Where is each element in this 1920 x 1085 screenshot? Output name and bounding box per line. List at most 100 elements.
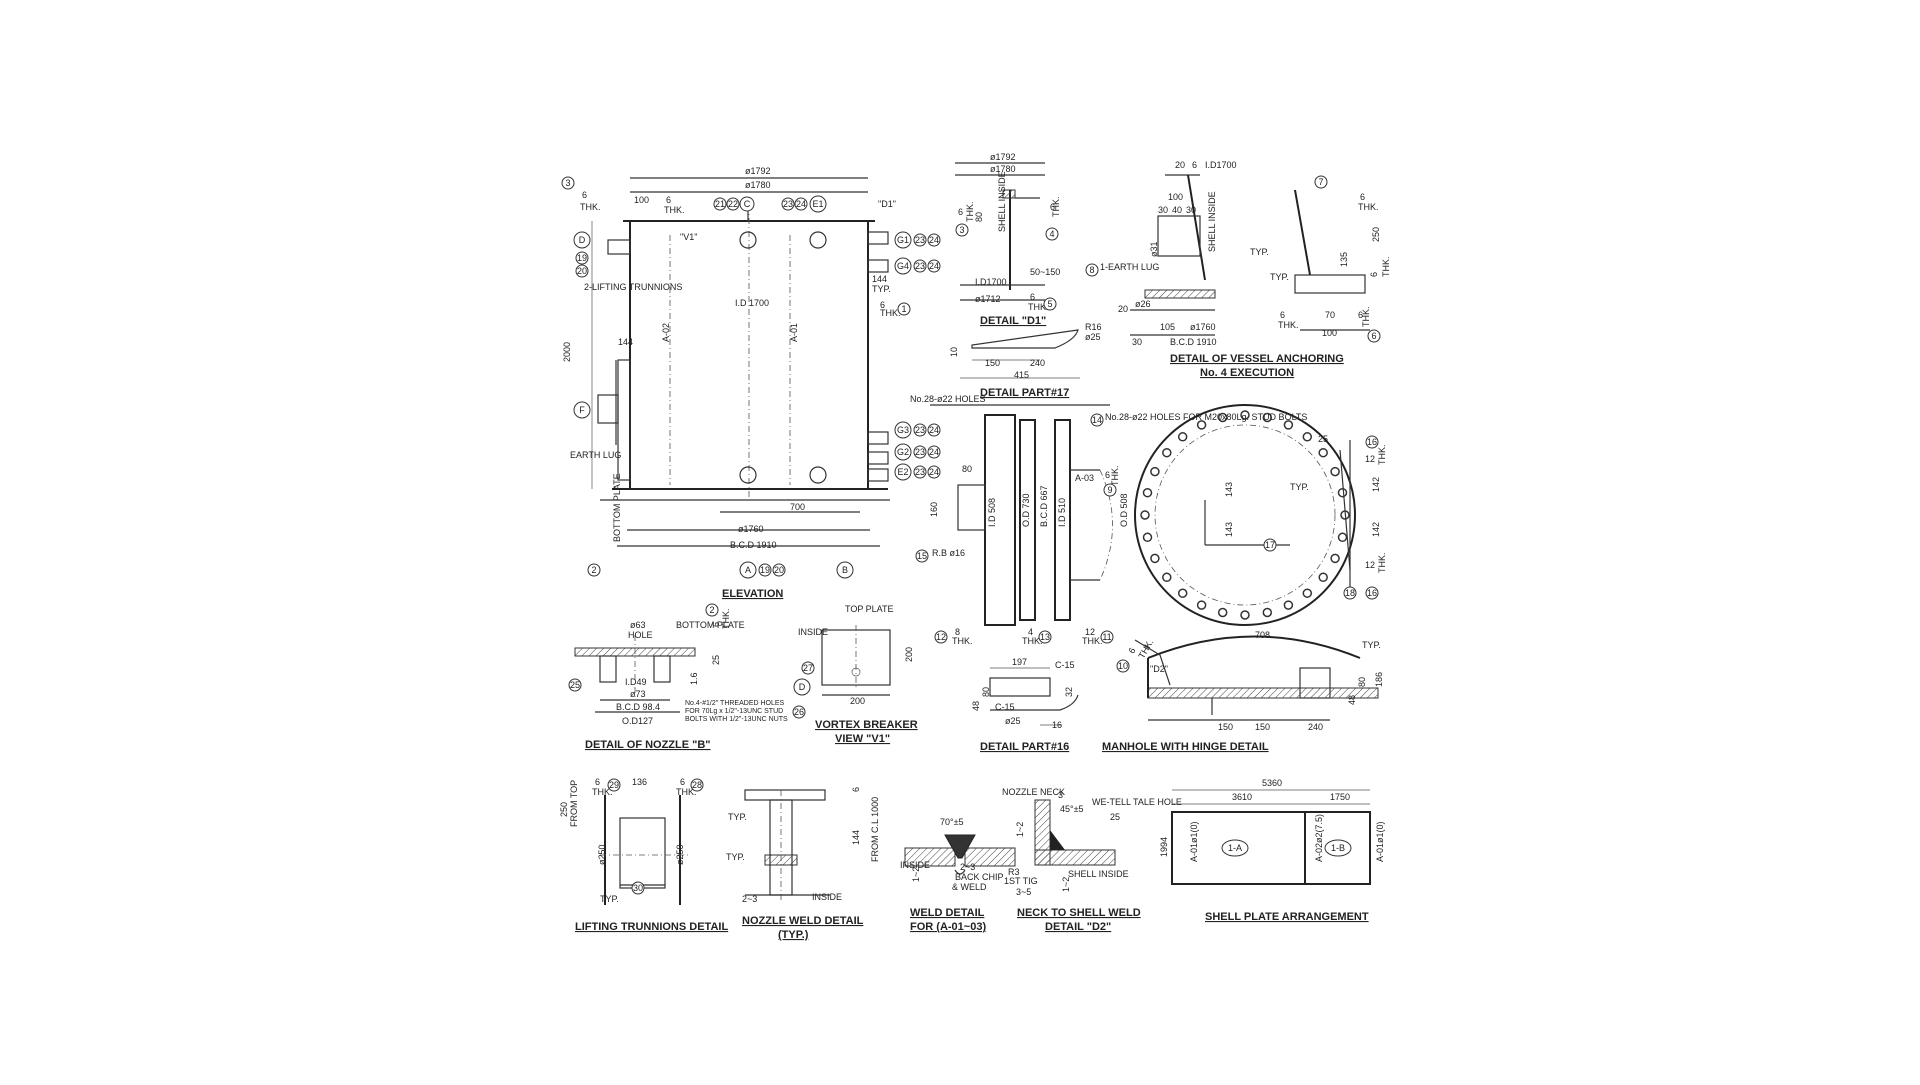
dim-label: 160 bbox=[929, 502, 939, 517]
dim-label: 197 bbox=[1012, 657, 1027, 667]
dim-label: THK. bbox=[1377, 552, 1387, 573]
neck-shell-weld-title: NECK TO SHELL WELD bbox=[1017, 907, 1141, 919]
bubble-label: 28 bbox=[692, 780, 702, 790]
bolt-holes bbox=[1140, 410, 1350, 620]
dim-label: "V1" bbox=[680, 232, 697, 242]
bolt-hole bbox=[1217, 607, 1228, 618]
dim-label: 5360 bbox=[1262, 778, 1282, 788]
dim-label: ø250 bbox=[675, 844, 685, 865]
dim-label: TYP. bbox=[1362, 640, 1381, 650]
bubble-label: 16 bbox=[1367, 437, 1377, 447]
dim-label: THK. bbox=[1082, 636, 1103, 646]
dim-label: 10 bbox=[949, 347, 959, 357]
dim-label: NOZZLE NECK bbox=[1002, 787, 1065, 797]
dim-label: 50~150 bbox=[1030, 267, 1060, 277]
dim-label: 6 bbox=[680, 777, 685, 787]
bolt-hole bbox=[1142, 532, 1153, 543]
dim-label: THK. bbox=[676, 787, 697, 797]
vortex-breaker-subtitle: VIEW "V1" bbox=[835, 733, 890, 745]
dim-label: 80 bbox=[962, 464, 972, 474]
dim-label: ø25 bbox=[1005, 716, 1021, 726]
dim-label: 1ST TIG bbox=[1004, 876, 1038, 886]
weld-detail-title: WELD DETAIL bbox=[910, 907, 985, 919]
dim-label: ø1792 bbox=[990, 152, 1016, 162]
dim-label: 1994 bbox=[1159, 837, 1169, 857]
bubble-label: 1-B bbox=[1331, 843, 1345, 853]
dim-label: 3 bbox=[1058, 790, 1063, 800]
dim-label: INSIDE bbox=[900, 860, 930, 870]
bubble-label: A bbox=[745, 565, 751, 575]
dim-label: BOTTOM PLATE bbox=[676, 620, 745, 630]
dim-label: 30 bbox=[1132, 337, 1142, 347]
bubble-label: B bbox=[842, 565, 848, 575]
dim-label: 8 bbox=[955, 627, 960, 637]
dim-label: TYP. bbox=[600, 894, 619, 904]
bolt-hole bbox=[1240, 610, 1250, 620]
dim-label: ø1760 bbox=[1190, 322, 1216, 332]
dim-label: I.D 510 bbox=[1057, 498, 1067, 527]
bubble-label: 23 bbox=[915, 467, 925, 477]
bubble-label: E2 bbox=[897, 467, 908, 477]
dim-label: 700 bbox=[790, 502, 805, 512]
bubble-label: 23 bbox=[915, 235, 925, 245]
dim-label: 1-EARTH LUG bbox=[1100, 262, 1159, 272]
manhole-hinge-title: MANHOLE WITH HINGE DETAIL bbox=[1102, 741, 1269, 753]
dim-label: 6 bbox=[1280, 310, 1285, 320]
bubble-label: 1-A bbox=[1228, 843, 1242, 853]
neck-shell-weld: NOZZLE NECK 3 45°±5 WE-TELL TALE HOLE 25… bbox=[1002, 787, 1182, 933]
manhole-section: No.28-ø22 HOLES 80 160 I.D 508 O.D 730 B… bbox=[910, 394, 1129, 646]
detail-part16: 197 C-15 32 48 80 C-15 ø25 16 DETAIL PAR… bbox=[971, 657, 1079, 753]
bubble-label: 4 bbox=[1049, 229, 1054, 239]
dim-label: TYP. bbox=[1250, 247, 1269, 257]
dim-label: 2-LIFTING TRUNNIONS bbox=[584, 282, 682, 292]
dim-label: 150 bbox=[985, 358, 1000, 368]
bubble-label: 8 bbox=[1089, 265, 1094, 275]
detail-nozzle-b-title: DETAIL OF NOZZLE "B" bbox=[585, 739, 711, 751]
dim-label: 144 bbox=[618, 337, 633, 347]
shell-plate-arrangement: 5360 3610 1750 1994 A-01ø1(0) A-02ø2(7.5… bbox=[1159, 778, 1385, 923]
bubble-label: 2 bbox=[591, 565, 596, 575]
dim-label: TYP. bbox=[1290, 482, 1309, 492]
dim-label: 70 bbox=[1325, 310, 1335, 320]
dim-label: "D2" bbox=[1150, 664, 1168, 674]
bubble-label: 5 bbox=[1047, 299, 1052, 309]
dim-label: HOLE bbox=[628, 630, 653, 640]
bolt-hole bbox=[1177, 588, 1188, 598]
dim-label: 100 bbox=[1168, 192, 1183, 202]
dim-label: 25 bbox=[1318, 434, 1328, 444]
dim-label: THK. bbox=[965, 201, 975, 222]
dim-label: THK. bbox=[580, 202, 601, 212]
dim-label: ø1760 bbox=[738, 524, 764, 534]
weld-detail-subtitle: FOR (A-01~03) bbox=[910, 921, 986, 933]
dim-label: 45°±5 bbox=[1060, 804, 1084, 814]
detail-part17-title: DETAIL PART#17 bbox=[980, 387, 1069, 399]
dim-label: SHELL INSIDE bbox=[997, 171, 1007, 232]
dim-label: 6 bbox=[851, 787, 861, 792]
bubble-label: 26 bbox=[794, 707, 804, 717]
bubble-label: 12 bbox=[936, 632, 946, 642]
dim-label: 3~5 bbox=[1016, 887, 1031, 897]
dim-label: 12 bbox=[1365, 560, 1375, 570]
dim-label: 415 bbox=[1014, 370, 1029, 380]
shell-plate-title: SHELL PLATE ARRANGEMENT bbox=[1205, 911, 1369, 923]
dim-label: 2~3 bbox=[960, 862, 975, 872]
dim-label: THK. bbox=[1361, 306, 1371, 327]
bubble-label: 15 bbox=[917, 551, 927, 561]
dim-label: THK. bbox=[1051, 196, 1061, 217]
bubble-label: G3 bbox=[897, 425, 909, 435]
bubble-label: 21 bbox=[715, 199, 725, 209]
bubble-label: 17 bbox=[1265, 540, 1275, 550]
dim-label: BOTTOM PLATE bbox=[612, 473, 622, 542]
bubble-label: 23 bbox=[783, 199, 793, 209]
lifting-trunnions: 250 FROM TOP 6 THK. 136 6 THK. ø250 ø250… bbox=[559, 777, 728, 933]
dim-label: O.D 508 bbox=[1119, 493, 1129, 527]
bubble-label: 18 bbox=[1345, 588, 1355, 598]
dim-label: & WELD bbox=[952, 882, 987, 892]
dim-label: 6 bbox=[595, 777, 600, 787]
bolt-hole bbox=[1302, 588, 1313, 598]
dim-label: 4 bbox=[1028, 627, 1033, 637]
dim-label: 6 bbox=[582, 190, 587, 200]
dim-label: 1750 bbox=[1330, 792, 1350, 802]
bubble-label: 27 bbox=[803, 663, 813, 673]
bolt-hole bbox=[1162, 447, 1172, 458]
